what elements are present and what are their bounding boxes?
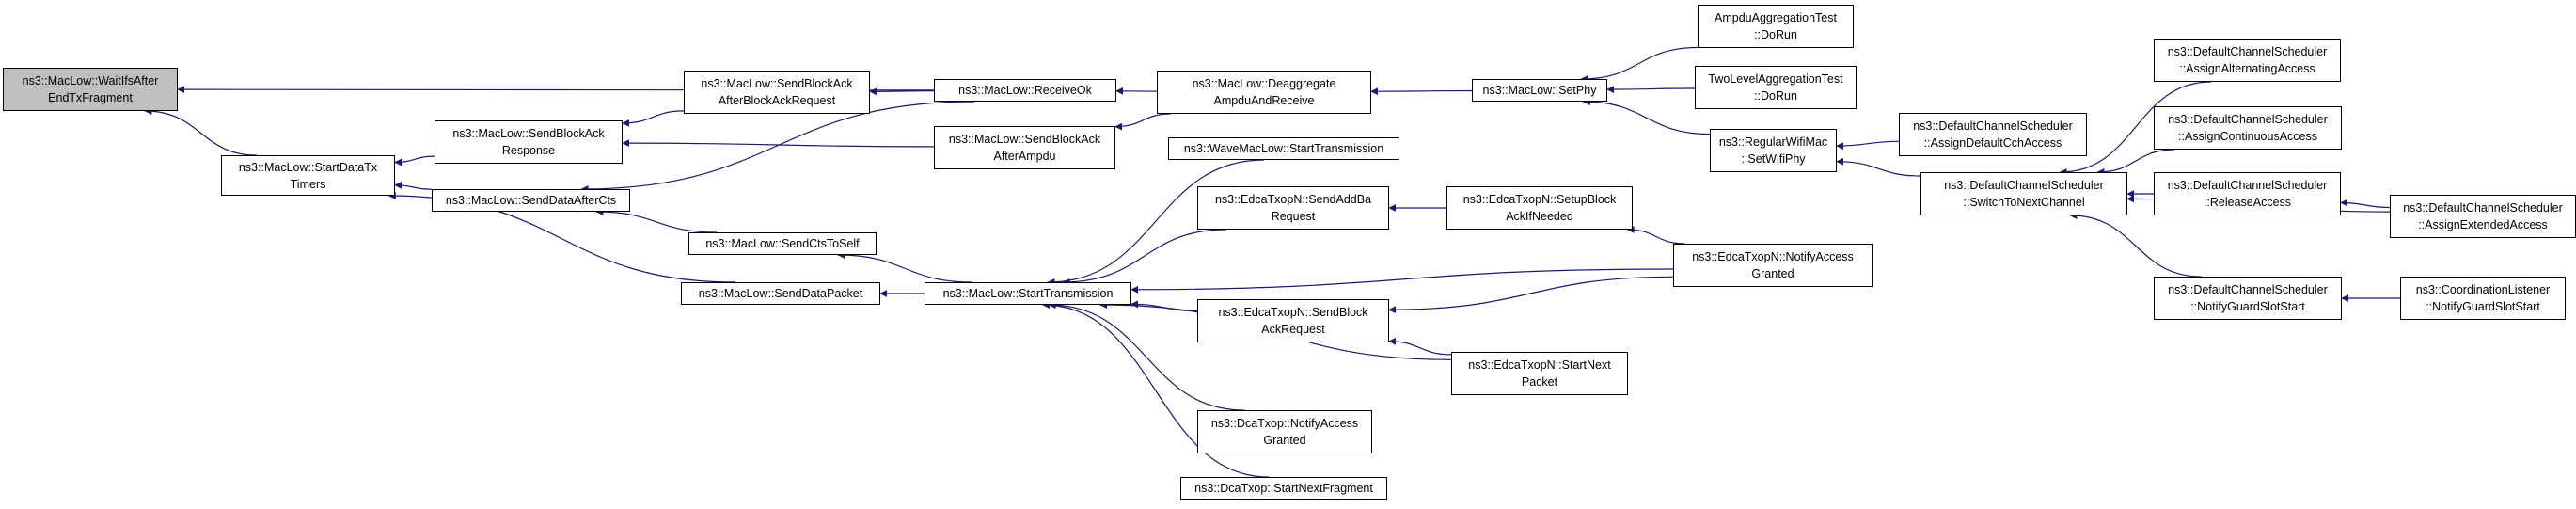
node-maclow-startdatatxtimers[interactable]: ns3::MacLow::StartDataTx Timers: [221, 155, 395, 196]
edge-n9-to-n6: [837, 251, 972, 283]
node-defaultchannelscheduler-assigndefaultcchaccess[interactable]: ns3::DefaultChannelScheduler ::AssignDef…: [1899, 113, 2087, 156]
edge-layer: [144, 46, 2400, 478]
node-maclow-deaggregateampduandreceive[interactable]: ns3::MacLow::Deaggregate AmpduAndReceive: [1157, 71, 1371, 114]
edge-n10-to-n8: [1114, 113, 1171, 131]
edge-n7-to-n5: [869, 87, 935, 96]
node-defaultchannelscheduler-assignalternatingaccess[interactable]: ns3::DefaultChannelScheduler ::AssignAlt…: [2154, 39, 2341, 82]
edge-n20-to-n16: [1580, 46, 1699, 83]
edge-n26-to-n24: [2096, 149, 2174, 176]
node-maclow-setphy[interactable]: ns3::MacLow::SetPhy: [1472, 79, 1607, 102]
node-coordinationlistener-notifyguardslotstart[interactable]: ns3::CoordinationListener ::NotifyGuardS…: [2400, 277, 2566, 320]
node-label: ns3::MacLow::StartDataTx Timers: [238, 160, 378, 191]
node-edcatxopn-notifyaccessgranted[interactable]: ns3::EdcaTxopN::NotifyAccess Granted: [1673, 244, 1873, 287]
node-label: ns3::DefaultChannelScheduler ::AssignAlt…: [2167, 45, 2328, 75]
edge-n15-to-n9: [1042, 301, 1270, 478]
node-label: ns3::DefaultChannelScheduler ::NotifyGua…: [2168, 283, 2328, 313]
node-label: ns3::MacLow::SendBlockAck Response: [452, 127, 605, 157]
edge-n23-to-n22: [1836, 140, 1900, 151]
node-maclow-starttransmission[interactable]: ns3::MacLow::StartTransmission: [925, 282, 1131, 305]
node-label: ns3::MacLow::Deaggregate AmpduAndReceive: [1192, 77, 1336, 107]
node-wavemaclow-starttransmission[interactable]: ns3::WaveMacLow::StartTransmission: [1168, 137, 1399, 160]
edge-n12-to-n9: [1062, 229, 1226, 286]
node-defaultchannelscheduler-switchtonextchannel[interactable]: ns3::DefaultChannelScheduler ::SwitchToN…: [1920, 172, 2127, 215]
node-label: ns3::CoordinationListener ::NotifyGuardS…: [2415, 283, 2551, 313]
edge-n19-to-n9: [1130, 268, 1674, 294]
edge-n14-to-n9: [1048, 301, 1245, 411]
edge-n5-to-n2: [622, 110, 685, 127]
node-defaultchannelscheduler-releaseaccess[interactable]: ns3::DefaultChannelScheduler ::ReleaseAc…: [2154, 172, 2341, 215]
node-label: ns3::DefaultChannelScheduler ::ReleaseAc…: [2167, 179, 2328, 209]
node-label: ns3::MacLow::SendBlockAck AfterAmpdu: [948, 133, 1101, 163]
node-ampduaggregationtest-dorun[interactable]: AmpduAggregationTest ::DoRun: [1698, 5, 1854, 48]
node-regularwifimac-setwifiphy[interactable]: ns3::RegularWifiMac ::SetWifiPhy: [1710, 129, 1837, 172]
edge-n24-to-n22: [1836, 157, 1921, 177]
node-maclow-receiveok[interactable]: ns3::MacLow::ReceiveOk: [934, 79, 1116, 102]
node-label: AmpduAggregationTest ::DoRun: [1715, 11, 1837, 41]
node-edcatxopn-sendaddbarequest[interactable]: ns3::EdcaTxopN::SendAddBa Request: [1197, 186, 1389, 230]
node-label: ns3::MacLow::SendBlockAck AfterBlockAckR…: [701, 77, 853, 107]
node-dcatxop-startnextfragment[interactable]: ns3::DcaTxop::StartNextFragment: [1180, 477, 1387, 500]
edge-n1-to-n0: [144, 107, 258, 156]
node-label: ns3::DefaultChannelScheduler ::AssignCon…: [2168, 113, 2328, 143]
edge-n11-to-n9: [1047, 159, 1264, 286]
edge-n25-to-n24: [2059, 81, 2212, 176]
node-maclow-senddataaftercts[interactable]: ns3::MacLow::SendDataAfterCts: [432, 189, 630, 212]
edge-n6-to-n3: [595, 208, 718, 233]
node-label: ns3::EdcaTxopN::SendBlock AckRequest: [1218, 306, 1368, 336]
node-label: ns3::EdcaTxopN::SendAddBa Request: [1214, 193, 1372, 223]
node-label: ns3::EdcaTxopN::NotifyAccess Granted: [1692, 250, 1854, 280]
node-label: ns3::MacLow::ReceiveOk: [958, 84, 1092, 97]
node-label: ns3::DefaultChannelScheduler ::SwitchToN…: [1944, 179, 2104, 209]
node-label: ns3::MacLow::SendCtsToSelf: [705, 237, 860, 250]
edge-n7-to-n3: [580, 101, 975, 193]
edge-n3-to-n1: [394, 181, 433, 190]
node-maclow-senddatapacket[interactable]: ns3::MacLow::SendDataPacket: [681, 282, 880, 305]
node-maclow-sendblockackafterblockackrequest[interactable]: ns3::MacLow::SendBlockAck AfterBlockAckR…: [684, 71, 870, 114]
edge-n22-to-n16: [1582, 98, 1711, 135]
node-label: ns3::DefaultChannelScheduler ::AssignExt…: [2403, 201, 2563, 231]
node-label: ns3::MacLow::WaitIfsAfter EndTxFragment: [22, 74, 159, 104]
node-defaultchannelscheduler-assignextendedaccess[interactable]: ns3::DefaultChannelScheduler ::AssignExt…: [2390, 195, 2576, 238]
node-defaultchannelscheduler-assigncontinuousaccess[interactable]: ns3::DefaultChannelScheduler ::AssignCon…: [2154, 106, 2342, 150]
node-label: ns3::MacLow::StartTransmission: [942, 287, 1114, 300]
node-label: ns3::MacLow::SendDataAfterCts: [445, 194, 617, 207]
edge-n29-to-n27: [2340, 199, 2391, 209]
node-edcatxopn-startnextpacket[interactable]: ns3::EdcaTxopN::StartNext Packet: [1451, 352, 1628, 395]
node-maclow-waitifsafterendtxfragment[interactable]: ns3::MacLow::WaitIfsAfter EndTxFragment: [3, 68, 178, 111]
edge-n2-to-n1: [394, 155, 435, 167]
node-twolevelaggregationtest-dorun[interactable]: TwoLevelAggregationTest ::DoRun: [1695, 66, 1857, 109]
node-edcatxopn-setupblockackifneeded[interactable]: ns3::EdcaTxopN::SetupBlock AckIfNeeded: [1446, 186, 1633, 230]
node-edcatxopn-sendblockackrequest[interactable]: ns3::EdcaTxopN::SendBlock AckRequest: [1197, 299, 1389, 342]
node-label: ns3::WaveMacLow::StartTransmission: [1183, 142, 1384, 155]
node-defaultchannelscheduler-notifyguardslotstart[interactable]: ns3::DefaultChannelScheduler ::NotifyGua…: [2154, 277, 2342, 320]
edge-n19-to-n17: [1626, 226, 1685, 245]
node-label: TwoLevelAggregationTest ::DoRun: [1708, 72, 1843, 103]
node-dcatxop-notifyaccessgranted[interactable]: ns3::DcaTxop::NotifyAccess Granted: [1197, 410, 1372, 453]
node-maclow-sendblockackresponse[interactable]: ns3::MacLow::SendBlockAck Response: [435, 120, 623, 164]
edge-n21-to-n16: [1606, 86, 1696, 94]
node-label: ns3::EdcaTxopN::StartNext Packet: [1468, 358, 1611, 389]
node-label: ns3::EdcaTxopN::SetupBlock AckIfNeeded: [1462, 193, 1617, 223]
node-label: ns3::RegularWifiMac ::SetWifiPhy: [1718, 135, 1828, 166]
node-maclow-sendblockackafterampdu[interactable]: ns3::MacLow::SendBlockAck AfterAmpdu: [934, 126, 1115, 169]
node-label: ns3::DcaTxop::StartNextFragment: [1194, 482, 1373, 495]
node-label: ns3::DefaultChannelScheduler ::AssignDef…: [1913, 119, 2073, 150]
edge-n16-to-n10: [1370, 87, 1473, 96]
node-label: ns3::DcaTxop::NotifyAccess Granted: [1210, 417, 1359, 447]
edge-n18-to-n13: [1388, 337, 1452, 356]
node-label: ns3::MacLow::SetPhy: [1482, 84, 1597, 97]
edge-n28-to-n24: [2069, 212, 2202, 278]
node-label: ns3::MacLow::SendDataPacket: [698, 287, 863, 300]
edge-n19-to-n13: [1388, 276, 1674, 314]
node-maclow-sendctstoself[interactable]: ns3::MacLow::SendCtsToSelf: [688, 232, 877, 255]
